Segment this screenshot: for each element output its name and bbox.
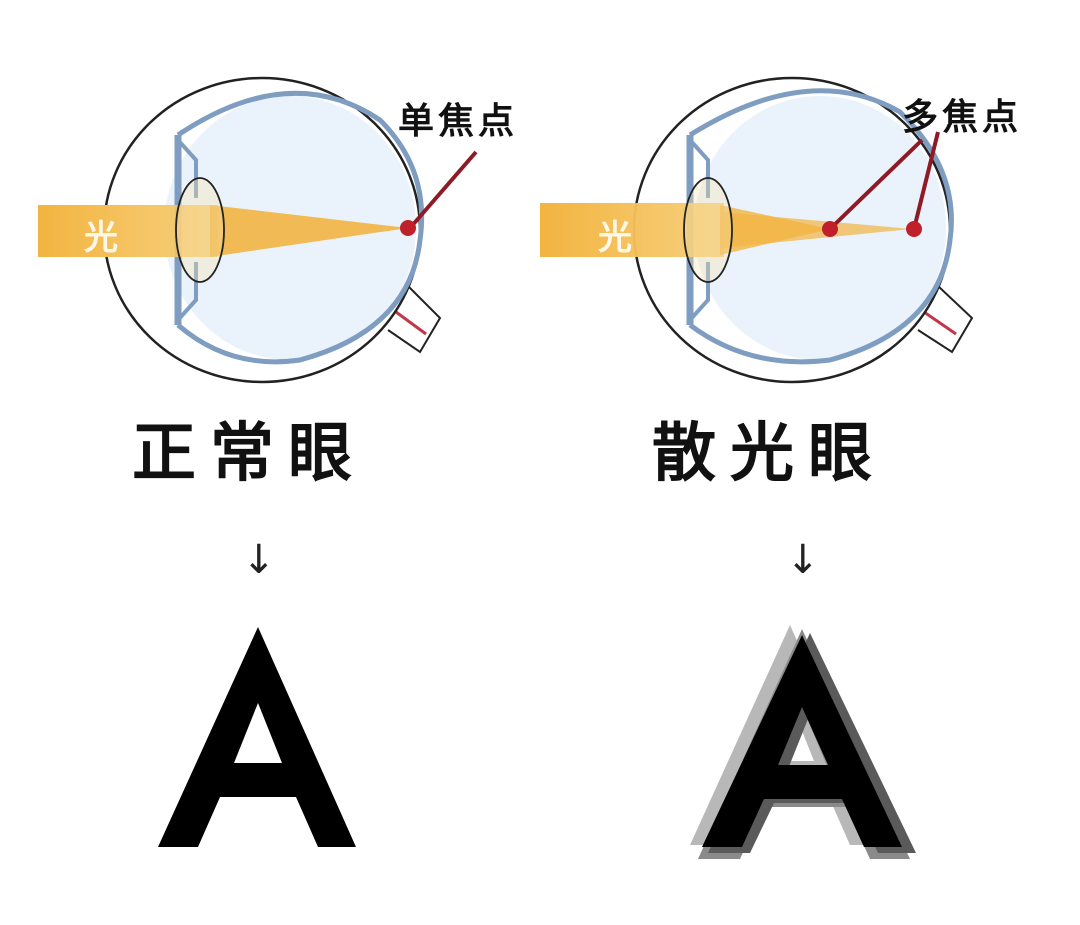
blurred-letter-a-layers [690,625,916,859]
focus-pointer-near [828,138,924,231]
iris-bottom [176,262,198,322]
focus-pointer-far [912,131,940,230]
lens [683,177,733,283]
light-beam-converging-far [720,212,912,248]
blurred-letter-a [690,625,916,859]
letter-a-glyph [158,627,356,847]
normal-eye-diagram [38,76,478,384]
astigmatic-eye-panel: 光 多焦点 散光眼 ↓ [540,0,1080,925]
light-label: 光 [598,218,632,258]
iris-top [176,138,198,198]
focus-point [400,220,416,236]
optic-nerve-vessel [395,310,427,336]
optic-nerve-vessel [923,310,957,336]
focus-pointer [408,150,478,230]
focus-point-far [906,221,922,237]
normal-eye-panel: 光 单焦点 正常眼 ↓ [38,76,519,847]
iris-top [688,138,710,198]
astigmatic-eye-title: 散光眼 [652,417,886,491]
light-label: 光 [84,218,118,258]
astigmatic-eye-diagram [540,76,974,384]
lens [175,177,225,283]
focus-point-near [822,221,838,237]
retina [176,90,425,365]
down-arrow: ↓ [242,537,276,583]
light-beam-input [38,205,218,257]
light-beam-input [540,203,724,257]
iris-bottom [688,262,710,322]
multi-focus-callout: 多焦点 [902,97,1023,138]
down-arrow: ↓ [786,537,820,583]
letter-a-glyph [702,635,902,847]
retina [688,88,954,365]
light-beam-converging [210,205,408,257]
sharp-letter-a [158,627,356,847]
normal-eye-title: 正常眼 [132,417,366,491]
single-focus-callout: 单焦点 [398,101,519,142]
